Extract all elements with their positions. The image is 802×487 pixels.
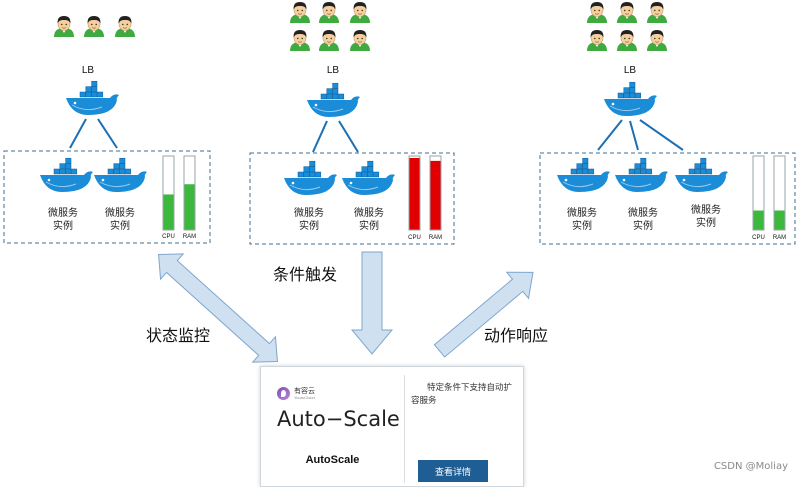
cluster-box	[249, 152, 455, 245]
ram-gauge	[773, 155, 786, 231]
service-docker-icon	[93, 157, 148, 193]
user-icon	[289, 29, 311, 52]
lb-docker-icon	[65, 80, 120, 116]
cpu-fill	[753, 210, 764, 230]
lb-label: LB	[624, 65, 637, 76]
cpu-label: CPU	[162, 234, 175, 240]
service-docker-icon	[614, 157, 669, 193]
user-icon	[646, 29, 668, 52]
service-label: 微服务	[294, 206, 324, 219]
cpu-fill	[409, 157, 420, 230]
service-label: 微服务	[628, 206, 658, 219]
service-docker-icon	[674, 157, 729, 193]
ram-fill	[184, 184, 195, 230]
ram-label: RAM	[429, 235, 442, 241]
user-icon	[289, 1, 311, 24]
service-label: 微服务	[354, 206, 384, 219]
user-icon	[616, 1, 638, 24]
action-arrow	[433, 271, 534, 358]
service-label: 微服务	[105, 206, 135, 219]
watermark: CSDN @Moliay	[713, 461, 788, 472]
cluster-middle: LB 微服务 实例 微服务 实例 CPU RAM	[249, 1, 455, 245]
cpu-label: CPU	[752, 235, 765, 241]
card-description: 特定条件下支持自动扩容服务	[411, 383, 513, 406]
service-docker-icon	[341, 160, 396, 196]
ram-fill	[774, 210, 785, 230]
cluster-box	[539, 152, 796, 245]
ram-label: RAM	[183, 234, 196, 240]
service-label: 实例	[633, 219, 653, 232]
service-label: 实例	[572, 219, 592, 232]
card-title: Auto−Scale	[277, 407, 400, 431]
monitor-arrow	[158, 253, 278, 363]
service-label: 实例	[696, 216, 716, 229]
users-group	[53, 15, 136, 38]
user-icon	[646, 1, 668, 24]
lb-docker-icon	[306, 82, 361, 118]
service-label: 微服务	[48, 206, 78, 219]
users-group	[586, 1, 668, 52]
service-label: 实例	[359, 219, 379, 232]
cluster-left: LB 微服务 实例 微服务 实例 CPU RAM	[3, 15, 211, 244]
trigger-label: 条件触发	[273, 265, 337, 284]
brand-sub: YouruCloud	[294, 394, 315, 400]
trigger-arrow	[350, 251, 394, 355]
brand-name: 有容云	[294, 386, 315, 395]
user-icon	[83, 15, 105, 38]
cpu-fill	[163, 194, 174, 230]
user-icon	[349, 1, 371, 24]
service-docker-icon	[39, 157, 94, 193]
arrows: 状态监控 条件触发 动作响应	[146, 251, 548, 363]
yourucloud-logo-icon	[277, 387, 290, 400]
service-docker-icon	[556, 157, 611, 193]
cluster-right: LB 微服务 实例 微服务 实例 微服务 实例 CPU RAM	[539, 1, 796, 245]
autoscale-card: 有容云 YouruCloud Auto−Scale AutoScale 特定条件…	[260, 366, 524, 487]
lb-label: LB	[82, 65, 95, 76]
user-icon	[586, 1, 608, 24]
user-icon	[318, 1, 340, 24]
user-icon	[318, 29, 340, 52]
card-subtitle: AutoScale	[305, 454, 360, 466]
view-details-button[interactable]: 查看详情	[418, 460, 488, 482]
service-label: 微服务	[567, 206, 597, 219]
card-divider	[404, 375, 405, 483]
user-icon	[349, 29, 371, 52]
users-group	[289, 1, 371, 52]
cluster-box	[3, 150, 211, 244]
user-icon	[114, 15, 136, 38]
service-docker-icon	[283, 160, 338, 196]
user-icon	[53, 15, 75, 38]
lb-docker-icon	[603, 81, 658, 117]
ram-fill	[430, 160, 441, 230]
action-label: 动作响应	[484, 326, 548, 345]
lb-label: LB	[327, 65, 340, 76]
brand: 有容云 YouruCloud	[277, 387, 315, 400]
service-label: 实例	[53, 219, 73, 232]
cpu-gauge	[752, 155, 765, 231]
service-label: 微服务	[691, 203, 721, 216]
cpu-label: CPU	[408, 235, 421, 241]
service-label: 实例	[299, 219, 319, 232]
cpu-gauge	[162, 155, 175, 231]
service-label: 实例	[110, 219, 130, 232]
user-icon	[586, 29, 608, 52]
user-icon	[616, 29, 638, 52]
monitor-label: 状态监控	[146, 326, 210, 345]
ram-label: RAM	[773, 235, 786, 241]
